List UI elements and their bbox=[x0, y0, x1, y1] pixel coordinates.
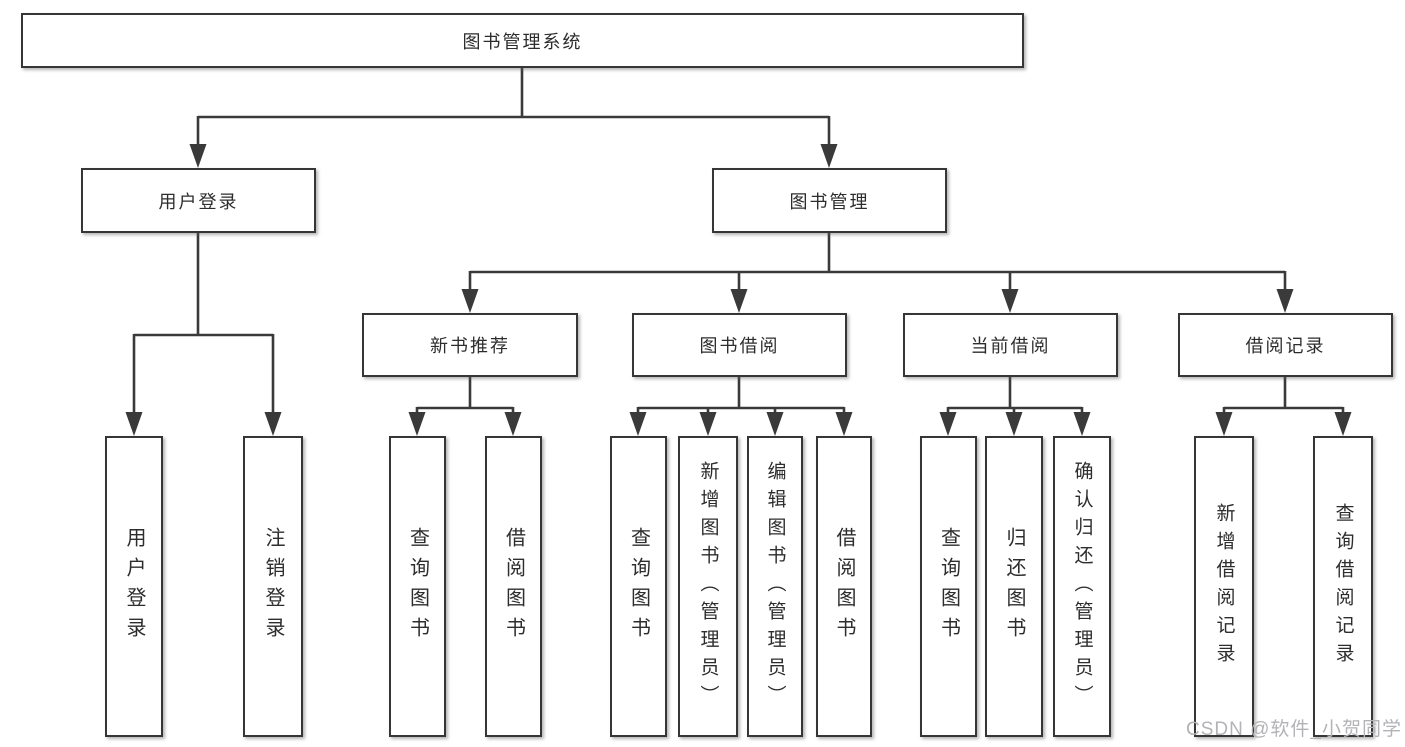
node-root-label: 图书管理系统 bbox=[462, 31, 583, 52]
leaf-user-login-label: 用户登录 bbox=[123, 526, 145, 647]
leaf-add-book-admin-label: 新增图书（管理员） bbox=[697, 460, 719, 713]
node-root: 图书管理系统 bbox=[21, 13, 1024, 68]
leaf-logout: 注销登录 bbox=[243, 436, 303, 737]
leaf-return-book-label: 归还图书 bbox=[1003, 526, 1025, 647]
leaf-query-books-3-label: 查询图书 bbox=[937, 526, 960, 647]
connector-borrow-branch bbox=[629, 377, 853, 436]
leaf-borrow-books-1-label: 借阅图书 bbox=[502, 526, 525, 647]
leaf-edit-book-admin: 编辑图书（管理员） bbox=[747, 436, 803, 737]
leaf-edit-book-admin-label: 编辑图书（管理员） bbox=[764, 460, 786, 713]
connector-login-branch bbox=[125, 233, 282, 436]
node-current-borrow: 当前借阅 bbox=[903, 313, 1118, 377]
leaf-logout-label: 注销登录 bbox=[262, 526, 284, 647]
leaf-query-borrow-record-label: 查询借阅记录 bbox=[1332, 502, 1354, 671]
node-borrow-records-label: 借阅记录 bbox=[1245, 336, 1326, 356]
node-book-management: 图书管理 bbox=[712, 168, 947, 233]
node-new-book-recommend: 新书推荐 bbox=[362, 313, 578, 377]
node-book-borrow-label: 图书借阅 bbox=[699, 336, 780, 356]
connector-current-branch bbox=[939, 377, 1091, 436]
watermark: CSDN @软件_小贺同学 bbox=[1186, 719, 1402, 740]
leaf-confirm-return-admin-label: 确认归还（管理员） bbox=[1071, 460, 1093, 713]
connector-bookmgmt-to-level3 bbox=[461, 233, 1294, 313]
node-book-borrow: 图书借阅 bbox=[632, 313, 847, 377]
leaf-query-books-3: 查询图书 bbox=[920, 436, 977, 737]
leaf-query-books-2-label: 查询图书 bbox=[627, 526, 650, 647]
leaf-query-books-1-label: 查询图书 bbox=[406, 526, 429, 647]
leaf-borrow-books-2: 借阅图书 bbox=[816, 436, 872, 737]
node-borrow-records: 借阅记录 bbox=[1178, 313, 1393, 377]
node-user-login: 用户登录 bbox=[81, 168, 316, 233]
leaf-add-borrow-record: 新增借阅记录 bbox=[1194, 436, 1254, 737]
leaf-query-books-1: 查询图书 bbox=[389, 436, 446, 737]
leaf-borrow-books-2-label: 借阅图书 bbox=[833, 526, 855, 647]
leaf-user-login: 用户登录 bbox=[105, 436, 163, 737]
node-current-borrow-label: 当前借阅 bbox=[970, 336, 1051, 356]
leaf-confirm-return-admin: 确认归还（管理员） bbox=[1053, 436, 1111, 737]
leaf-query-borrow-record: 查询借阅记录 bbox=[1313, 436, 1373, 737]
node-book-management-label: 图书管理 bbox=[789, 191, 870, 212]
connector-newbooks-branch bbox=[408, 377, 522, 436]
leaf-add-book-admin: 新增图书（管理员） bbox=[678, 436, 738, 737]
connector-root-to-level2 bbox=[189, 68, 838, 168]
leaf-return-book: 归还图书 bbox=[985, 436, 1043, 737]
leaf-borrow-books-1: 借阅图书 bbox=[485, 436, 542, 737]
leaf-query-books-2: 查询图书 bbox=[610, 436, 667, 737]
node-user-login-label: 用户登录 bbox=[158, 191, 239, 212]
connector-records-branch bbox=[1215, 377, 1352, 436]
leaf-add-borrow-record-label: 新增借阅记录 bbox=[1213, 502, 1235, 671]
node-new-book-recommend-label: 新书推荐 bbox=[430, 336, 510, 356]
